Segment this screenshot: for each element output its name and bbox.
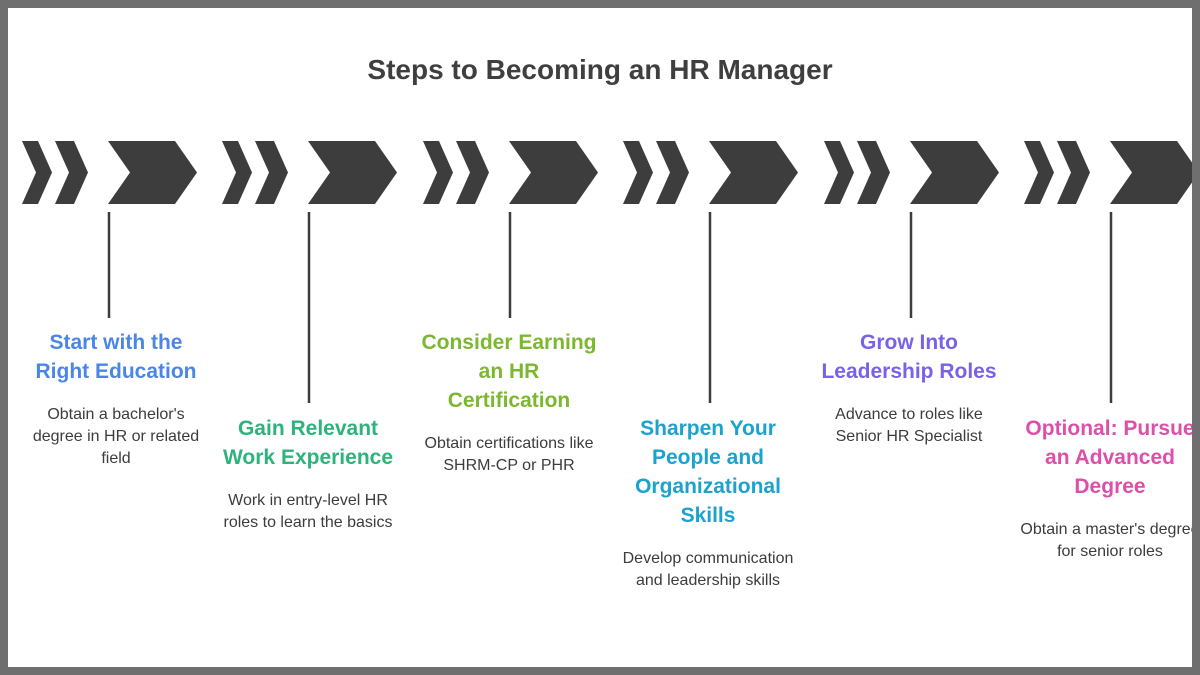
step-1: Start with the Right Education Obtain a … bbox=[26, 328, 206, 470]
chevron-5-3 bbox=[910, 141, 999, 204]
step-2-description: Work in entry-level HR roles to learn th… bbox=[223, 492, 393, 531]
chevron-3-1 bbox=[423, 141, 453, 204]
step-4: Sharpen Your People and Organizational S… bbox=[618, 414, 798, 592]
step-5-description: Advance to roles like Senior HR Speciali… bbox=[835, 406, 983, 445]
step-1-title: Start with the Right Education bbox=[35, 331, 197, 383]
chevron-group-3 bbox=[423, 141, 598, 204]
chevron-group-6 bbox=[1024, 141, 1192, 204]
chevron-2-2 bbox=[255, 141, 288, 204]
step-3-description: Obtain certifications like SHRM-CP or PH… bbox=[424, 435, 594, 474]
chevron-3-3 bbox=[509, 141, 598, 204]
chevron-group-1 bbox=[22, 141, 197, 204]
step-5: Grow Into Leadership Roles Advance to ro… bbox=[819, 328, 999, 448]
chevron-6-1 bbox=[1024, 141, 1054, 204]
chevron-4-2 bbox=[656, 141, 689, 204]
step-4-title: Sharpen Your People and Organizational S… bbox=[635, 417, 781, 527]
chevron-1-1 bbox=[22, 141, 52, 204]
chevron-1-3 bbox=[108, 141, 197, 204]
chevron-3-2 bbox=[456, 141, 489, 204]
chevron-5-2 bbox=[857, 141, 890, 204]
step-6-description: Obtain a master's degree for senior role… bbox=[1020, 521, 1192, 560]
step-3-title: Consider Earning an HR Certification bbox=[421, 331, 597, 412]
chevron-5-1 bbox=[824, 141, 854, 204]
step-4-description: Develop communication and leadership ski… bbox=[622, 550, 794, 589]
step-6: Optional: Pursue an Advanced Degree Obta… bbox=[1020, 414, 1192, 563]
chevron-group-2 bbox=[222, 141, 397, 204]
diagram-canvas: Steps to Becoming an HR Manager Start wi… bbox=[8, 8, 1192, 667]
step-1-description: Obtain a bachelor's degree in HR or rela… bbox=[32, 406, 200, 467]
chevron-group-4 bbox=[623, 141, 798, 204]
step-3: Consider Earning an HR Certification Obt… bbox=[419, 328, 599, 477]
step-2: Gain Relevant Work Experience Work in en… bbox=[218, 414, 398, 534]
step-5-title: Grow Into Leadership Roles bbox=[821, 331, 997, 383]
chevron-4-1 bbox=[623, 141, 653, 204]
chevron-band bbox=[22, 141, 1192, 403]
step-6-title: Optional: Pursue an Advanced Degree bbox=[1025, 417, 1192, 498]
chevron-4-3 bbox=[709, 141, 798, 204]
step-2-title: Gain Relevant Work Experience bbox=[222, 417, 394, 469]
chevron-6-3 bbox=[1110, 141, 1192, 204]
diagram-title: Steps to Becoming an HR Manager bbox=[367, 54, 833, 85]
chevron-2-1 bbox=[222, 141, 252, 204]
chevron-group-5 bbox=[824, 141, 999, 204]
chevron-6-2 bbox=[1057, 141, 1090, 204]
chevron-2-3 bbox=[308, 141, 397, 204]
chevron-1-2 bbox=[55, 141, 88, 204]
